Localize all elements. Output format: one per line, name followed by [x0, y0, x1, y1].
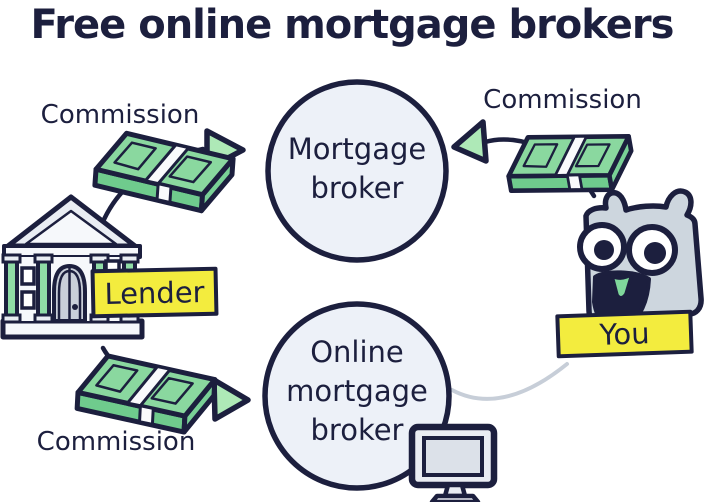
tongue-icon	[610, 272, 634, 300]
mortgage-broker-node	[265, 79, 449, 263]
online-mortgage-broker-label-line2: mortgage	[286, 374, 428, 408]
mortgage-broker-label-line1: Mortgage	[287, 132, 427, 166]
arrow-triangle-icon	[451, 119, 489, 164]
online-mortgage-broker-label-line3: broker	[310, 413, 404, 447]
computer-monitor-icon	[408, 423, 498, 502]
online-mortgage-broker-node	[262, 301, 452, 491]
money-stack-icon	[76, 354, 216, 433]
owl-character-icon	[577, 188, 704, 332]
window-icon	[20, 290, 36, 310]
online-mortgage-broker-label: Online mortgage broker	[257, 333, 457, 450]
online-mortgage-broker-label-line1: Online	[310, 335, 404, 369]
lender-tag: Lender	[90, 266, 219, 319]
door-icon	[52, 264, 87, 323]
lender-tag-text: Lender	[104, 274, 205, 311]
curve-online-broker-to-you	[450, 362, 569, 401]
commission-label-lender-to-online-broker: Commission	[36, 427, 196, 457]
mortgage-broker-label: Mortgage broker	[257, 130, 457, 208]
page-title: Free online mortgage brokers	[30, 2, 675, 48]
arrow-triangle-icon	[211, 377, 251, 422]
you-tag-text: You	[598, 316, 651, 352]
bank-building-icon	[0, 194, 145, 340]
you-tag: You	[555, 309, 694, 359]
window-icon	[20, 266, 36, 286]
commission-label-lender-to-broker: Commission	[40, 100, 200, 130]
commission-label-you-to-broker: Commission	[483, 85, 642, 115]
mortgage-broker-label-line2: broker	[310, 171, 404, 205]
